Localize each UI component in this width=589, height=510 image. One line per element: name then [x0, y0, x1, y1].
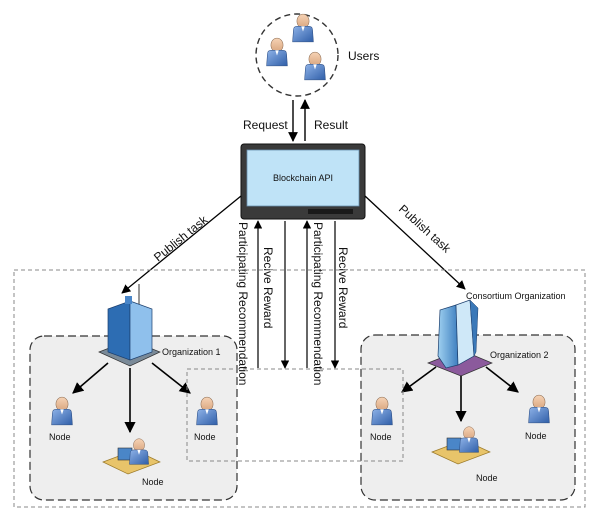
org1-arrow-node1	[72, 362, 109, 394]
monitor-screen	[246, 149, 360, 207]
publish-task-arrow-right	[364, 195, 466, 290]
result-label: Result	[314, 118, 349, 132]
reward-label-right: Recive Reward	[336, 247, 350, 328]
node-label: Node	[476, 473, 498, 483]
request-label: Request	[243, 118, 288, 132]
publish-task-arrow-left	[121, 195, 242, 294]
blockchain-api-monitor: Blockchain API	[240, 143, 366, 220]
org1-arrow-node3	[151, 362, 191, 394]
workstation-icon	[102, 438, 161, 475]
user-icon	[266, 37, 288, 67]
participating-label-left: Participating Recommendation	[236, 222, 250, 385]
node-label: Node	[142, 477, 164, 487]
participating-label-right: Participating Recommendation	[311, 222, 325, 385]
organization-1: Organization 1 Node Node Node	[29, 284, 238, 501]
reward-label-left: Recive Reward	[261, 247, 275, 328]
api-title: Blockchain API	[273, 173, 333, 183]
node-label: Node	[525, 431, 547, 441]
publish-task-label-left: Publish task	[151, 212, 211, 264]
users-group: Users	[255, 13, 379, 97]
organization-1-label: Organization 1	[162, 347, 221, 357]
node-label: Node	[194, 432, 216, 442]
node-label: Node	[49, 432, 71, 442]
organization-2-panel	[360, 334, 576, 501]
publish-task-label-right: Publish task	[396, 202, 454, 256]
organization-2-label: Organization 2	[490, 350, 549, 360]
org2-arrow-node1	[401, 366, 437, 393]
consortium-boundary	[13, 269, 586, 508]
user-icon	[304, 51, 326, 81]
users-label: Users	[348, 49, 379, 63]
monitor-button-strip	[308, 209, 353, 214]
organization-2: Organization 2 Node Node Node	[360, 299, 576, 501]
tower-icon	[427, 299, 493, 377]
building-icon	[98, 284, 161, 367]
org2-arrow-node3	[485, 366, 519, 393]
sub-consortium-boundary	[186, 368, 404, 462]
user-icon	[292, 13, 314, 43]
node-label: Node	[370, 432, 392, 442]
users-boundary	[255, 13, 339, 97]
consortium-label: Consortium Organization	[466, 291, 566, 301]
workstation-icon	[431, 426, 491, 465]
